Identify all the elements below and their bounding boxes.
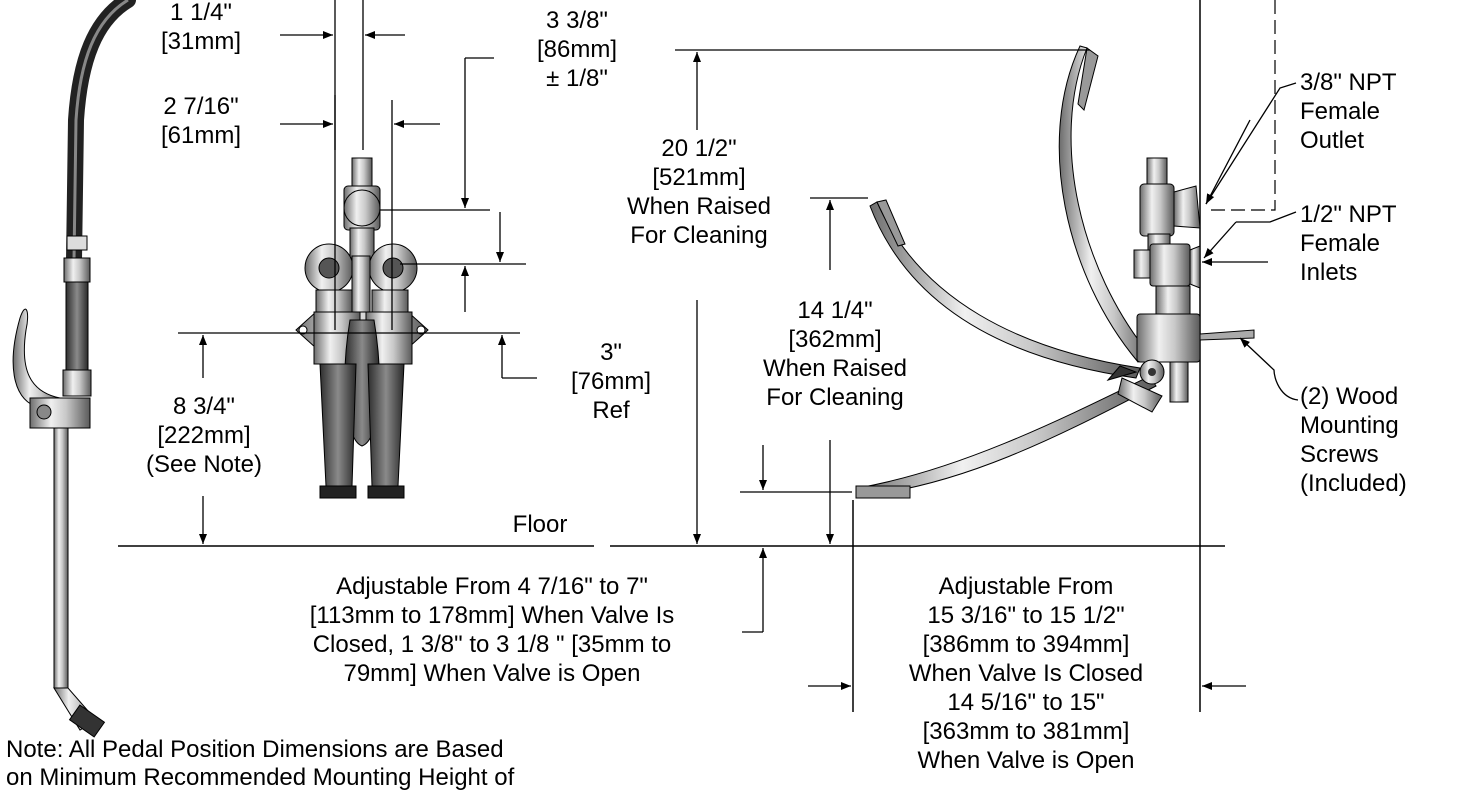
dim-14-1-4-label: 14 1/4" [362mm] When Raised For Cleaning — [740, 296, 930, 412]
inlets-callout-line2: Female — [1300, 230, 1381, 257]
dim-3-imperial: 3" — [600, 339, 622, 366]
adj-height-line4: 79mm] When Valve is Open — [343, 660, 641, 687]
dim-1-1-4-label: 1 1/4" [31mm] — [142, 0, 260, 56]
dim-1-1-4-metric: [31mm] — [160, 28, 241, 55]
inlets-callout-line1: 1/2" NPT — [1300, 201, 1397, 228]
screws-callout-line3: Screws — [1300, 441, 1379, 468]
dim-2-7-16-imperial: 2 7/16" — [163, 93, 239, 120]
dim-20-1-2-imperial: 20 1/2" — [661, 135, 737, 162]
note-line2: on Minimum Recommended Mounting Height o… — [6, 764, 515, 791]
dim-3-metric: [76mm] — [570, 368, 651, 395]
adj-height-line1: Adjustable From 4 7/16" to 7" — [336, 573, 648, 600]
adj-depth-line6: [363mm to 381mm] — [922, 718, 1130, 745]
adj-depth-line1: Adjustable From — [938, 573, 1114, 600]
outlet-callout: 3/8" NPT Female Outlet — [1300, 68, 1397, 155]
dim-20-1-2-note2: For Cleaning — [630, 222, 768, 249]
callout-leaders — [1202, 82, 1299, 401]
valve-front-view — [295, 157, 429, 499]
note-line1: Note: All Pedal Position Dimensions are … — [6, 736, 504, 763]
dim-14-1-4-note2: For Cleaning — [766, 384, 904, 411]
adj-depth-line3: [386mm to 394mm] — [922, 631, 1130, 658]
screws-callout-line1: (2) Wood — [1300, 383, 1399, 410]
dim-8-3-4-label: 8 3/4" [222mm] (See Note) — [126, 392, 282, 479]
outlet-callout-line1: 3/8" NPT — [1300, 69, 1397, 96]
adj-depth-line5: 14 5/16" to 15" — [947, 689, 1105, 716]
dim-8-3-4-metric: [222mm] — [157, 422, 251, 449]
adj-depth-line7: When Valve is Open — [917, 747, 1135, 774]
dimension-lines — [178, 0, 1246, 690]
adj-height-line3: Closed, 1 3/8" to 3 1/8 " [35mm to — [312, 631, 672, 658]
adj-depth-line4: When Valve Is Closed — [908, 660, 1144, 687]
adjustable-depth-label: Adjustable From 15 3/16" to 15 1/2" [386… — [876, 572, 1176, 775]
dim-14-1-4-note1: When Raised — [762, 355, 908, 382]
outlet-callout-line2: Female — [1300, 98, 1381, 125]
outlet-callout-line3: Outlet — [1300, 127, 1365, 154]
dim-20-1-2-label: 20 1/2" [521mm] When Raised For Cleaning — [604, 134, 794, 250]
floor-label: Floor — [512, 511, 568, 538]
dim-20-1-2-note1: When Raised — [626, 193, 772, 220]
adj-height-line2: [113mm to 178mm] When Valve Is — [309, 602, 675, 629]
spray-hose-illustration — [12, 0, 136, 738]
adj-depth-line2: 15 3/16" to 15 1/2" — [927, 602, 1125, 629]
screws-callout-line2: Mounting — [1300, 412, 1399, 439]
dim-8-3-4-imperial: 8 3/4" — [173, 393, 235, 420]
screws-callout: (2) Wood Mounting Screws (Included) — [1300, 382, 1407, 498]
dim-14-1-4-imperial: 14 1/4" — [797, 297, 873, 324]
adjustable-height-label: Adjustable From 4 7/16" to 7" [113mm to … — [252, 572, 732, 688]
screws-callout-line4: (Included) — [1300, 470, 1407, 497]
dim-20-1-2-metric: [521mm] — [652, 164, 746, 191]
inlets-callout-line3: Inlets — [1300, 259, 1358, 286]
inlets-callout: 1/2" NPT Female Inlets — [1300, 200, 1397, 287]
valve-side-view — [855, 0, 1276, 546]
floor-lines — [118, 500, 1225, 712]
dim-14-1-4-metric: [362mm] — [788, 326, 882, 353]
dim-2-7-16-metric: [61mm] — [160, 122, 241, 149]
dim-1-1-4-imperial: 1 1/4" — [170, 0, 232, 26]
dim-2-7-16-label: 2 7/16" [61mm] — [138, 92, 264, 150]
dim-3-3-8-label: 3 3/8" [86mm] ± 1/8" — [505, 6, 649, 93]
dim-3-3-8-tolerance: ± 1/8" — [546, 65, 608, 92]
dim-8-3-4-see-note: (See Note) — [145, 451, 263, 478]
dim-3-ref: Ref — [592, 397, 630, 424]
mounting-note: Note: All Pedal Position Dimensions are … — [6, 736, 514, 792]
dim-3-ref-label: 3" [76mm] Ref — [544, 338, 678, 425]
dim-3-3-8-imperial: 3 3/8" — [546, 7, 608, 34]
dim-3-3-8-metric: [86mm] — [536, 36, 617, 63]
